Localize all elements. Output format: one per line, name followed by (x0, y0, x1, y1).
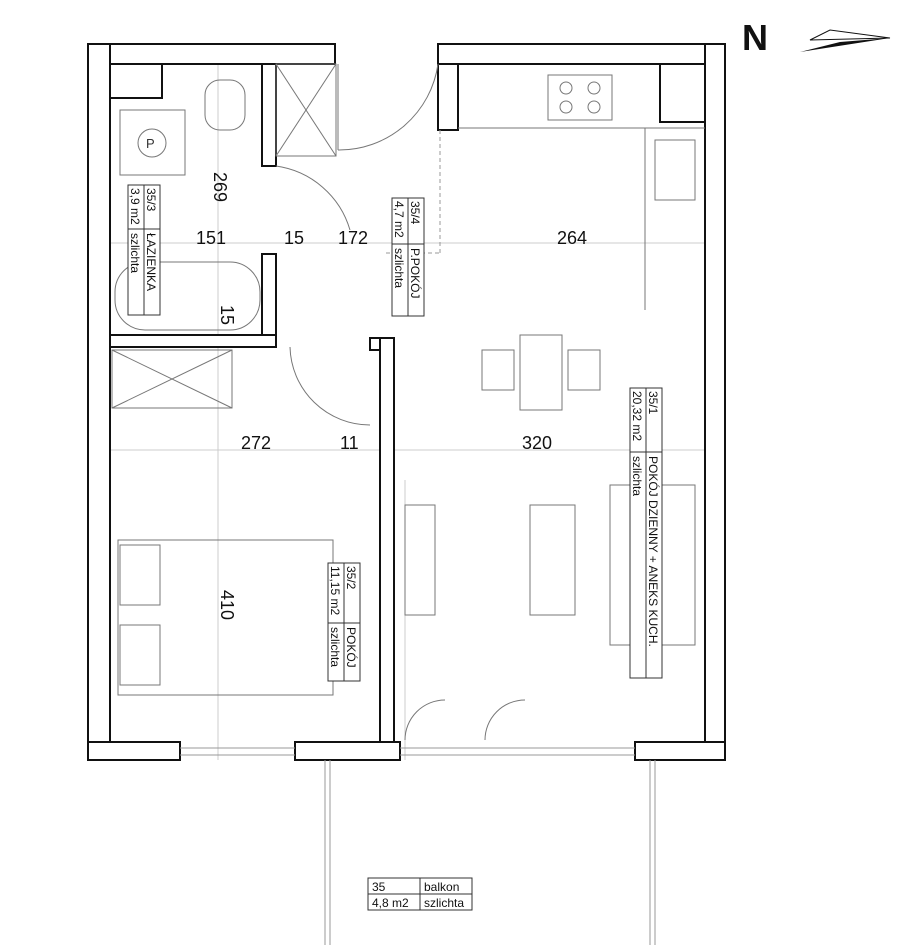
dim-15: 15 (284, 228, 304, 248)
room-label-bathroom: 35/3 ŁAZIENKA 3,9 m2 szlichta (127, 184, 161, 316)
table-icon (519, 334, 563, 411)
svg-text:szlichta: szlichta (630, 456, 644, 496)
balcony (324, 760, 656, 945)
room-label-living: 35/1 POKÓJ DZIENNY + ANEKS KUCH. 20,32 m… (629, 387, 663, 679)
doors (275, 63, 526, 741)
svg-text:35: 35 (372, 880, 386, 894)
svg-text:3,9 m2: 3,9 m2 (128, 188, 142, 225)
svg-text:4,7 m2: 4,7 m2 (392, 201, 406, 238)
north-arrow-icon: N (742, 17, 891, 58)
dim-410: 410 (217, 590, 237, 620)
dim-172: 172 (338, 228, 368, 248)
walls (87, 43, 726, 761)
dim-272: 272 (241, 433, 271, 453)
grid-lines (100, 65, 720, 760)
compass-label: N (742, 17, 768, 58)
washer-icon (119, 109, 186, 176)
dim-264: 264 (557, 228, 587, 248)
svg-text:balkon: balkon (424, 880, 459, 894)
tv-icon (404, 504, 436, 616)
washer-symbol: P (146, 136, 155, 151)
dim-151: 151 (196, 228, 226, 248)
svg-text:szlichta: szlichta (328, 627, 342, 667)
svg-text:szlichta: szlichta (424, 896, 464, 910)
stove-icon (547, 74, 613, 121)
svg-text:11,15 m2: 11,15 m2 (328, 566, 342, 615)
svg-text:4,8 m2: 4,8 m2 (372, 896, 409, 910)
sink-icon (654, 139, 696, 201)
room-label-hall: 35/4 P.POKÓJ 4,7 m2 szlichta (391, 197, 425, 317)
svg-text:ŁAZIENKA: ŁAZIENKA (144, 233, 158, 291)
dim-15-lower: 15 (217, 305, 237, 325)
svg-text:35/4: 35/4 (408, 201, 422, 225)
svg-text:35/3: 35/3 (144, 188, 158, 212)
svg-text:35/2: 35/2 (344, 566, 358, 590)
toilet-icon (204, 79, 246, 131)
svg-text:POKÓJ DZIENNY + ANEKS KUCH.: POKÓJ DZIENNY + ANEKS KUCH. (646, 456, 661, 647)
svg-text:P.POKÓJ: P.POKÓJ (408, 248, 423, 298)
furniture (111, 63, 705, 696)
dim-269: 269 (210, 172, 230, 202)
svg-text:szlichta: szlichta (128, 233, 142, 273)
svg-text:35/1: 35/1 (646, 391, 660, 415)
svg-text:szlichta: szlichta (392, 248, 406, 288)
dim-320: 320 (522, 433, 552, 453)
svg-text:POKÓJ: POKÓJ (344, 627, 359, 668)
dim-11: 11 (340, 433, 359, 453)
dimensions: 269 151 15 172 264 15 272 11 320 410 (196, 172, 587, 620)
room-label-bedroom: 35/2 POKÓJ 11,15 m2 szlichta (327, 562, 361, 682)
svg-text:20,32 m2: 20,32 m2 (630, 391, 644, 441)
room-label-balcony: 35 balkon 4,8 m2 szlichta (367, 877, 473, 911)
bathtub-icon (114, 261, 261, 331)
